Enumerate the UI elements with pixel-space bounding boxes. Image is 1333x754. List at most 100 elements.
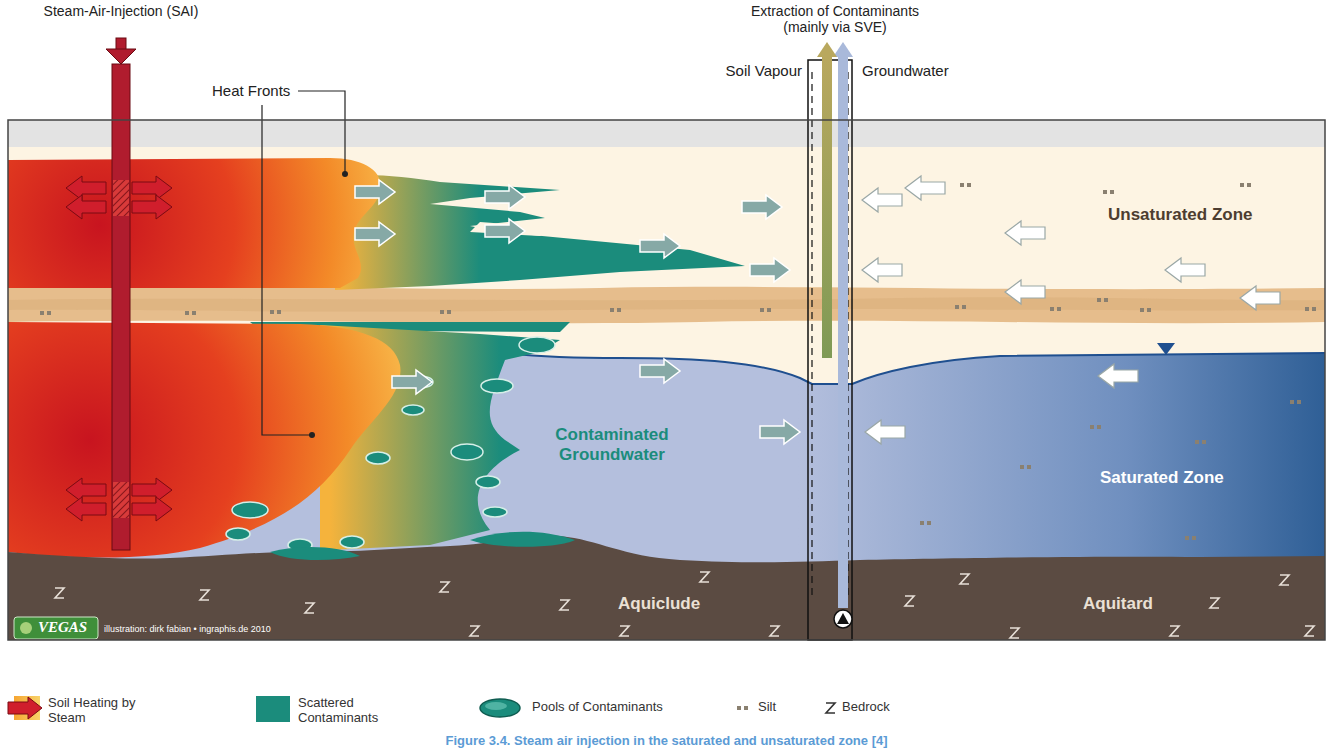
silt-symbol xyxy=(1297,400,1301,404)
heated-zone xyxy=(8,322,400,558)
silt-symbol xyxy=(610,308,621,312)
silt-symbol xyxy=(440,310,444,314)
heat-front-leader xyxy=(309,432,315,438)
steam-arrow xyxy=(66,176,172,521)
logo xyxy=(14,617,98,639)
water-table-mark xyxy=(1157,343,1175,355)
ground xyxy=(8,120,1325,640)
unsaturated-ground xyxy=(8,120,1325,640)
steam-arrow xyxy=(132,497,172,521)
silt-symbol xyxy=(955,305,959,309)
silt-symbol xyxy=(1090,425,1101,429)
logo xyxy=(14,617,98,639)
contaminant-plume xyxy=(335,175,745,290)
silt-symbol xyxy=(962,305,966,309)
legend-swatch xyxy=(256,696,290,722)
silt-symbol xyxy=(960,183,964,187)
silt-symbol xyxy=(1027,465,1031,469)
vapour-tube xyxy=(817,42,837,57)
silt-symbol xyxy=(760,308,764,312)
flow-arrows xyxy=(485,185,525,209)
silt-symbol xyxy=(920,521,924,525)
zone-label: Saturated Zone xyxy=(1100,468,1224,488)
silt-symbol xyxy=(960,183,971,187)
legend-text: Soil Heating by Steam xyxy=(48,696,158,726)
well-screen xyxy=(113,482,129,518)
silt-symbol xyxy=(1195,440,1206,444)
callout-label: Heat Fronts xyxy=(212,82,290,99)
silt-symbol xyxy=(1057,307,1061,311)
steam-arrow xyxy=(66,478,106,502)
flow-arrows xyxy=(640,359,680,383)
zone-label: Unsaturated Zone xyxy=(1108,205,1253,225)
silt-symbol xyxy=(1305,307,1316,311)
flow-arrows xyxy=(862,188,902,212)
silt-symbol xyxy=(1192,536,1196,540)
silt-symbol xyxy=(47,311,51,315)
silt-symbol xyxy=(185,311,189,315)
flow-label: Groundwater xyxy=(862,62,949,79)
heated-zone xyxy=(8,158,381,288)
well-label: Steam-Air-Injection (SAI) xyxy=(26,3,216,19)
flow-arrows xyxy=(485,219,525,243)
silt-symbol xyxy=(1305,307,1309,311)
bedrock-symbol xyxy=(440,582,449,592)
silt-symbol xyxy=(277,310,281,314)
contaminant-pool xyxy=(226,528,250,540)
silt-symbol xyxy=(185,311,196,315)
silt-symbol xyxy=(1103,190,1114,194)
bedrock xyxy=(8,535,1325,640)
silt-symbol xyxy=(1097,425,1101,429)
steam-arrow xyxy=(132,478,172,502)
flow-arrows xyxy=(355,180,395,204)
silt-symbol xyxy=(760,308,771,312)
flow-label: Soil Vapour xyxy=(726,62,802,79)
contaminant-pool xyxy=(476,476,500,488)
flow-arrows xyxy=(1240,286,1280,310)
well-label: Extraction of Contaminants (mainly via S… xyxy=(735,3,935,35)
extraction-well xyxy=(811,72,812,600)
silt-symbol xyxy=(270,310,281,314)
contaminant-pool xyxy=(366,452,390,464)
bedrock-symbol xyxy=(700,572,709,582)
bedrock-symbol xyxy=(1210,598,1219,608)
silt-symbol xyxy=(1312,307,1316,311)
legend-samples xyxy=(480,699,520,717)
injection-well xyxy=(66,38,172,550)
contaminant-pool xyxy=(519,337,555,353)
silt-layer xyxy=(8,286,1325,324)
silt-symbol xyxy=(1020,465,1024,469)
steam-arrow xyxy=(66,176,106,200)
bedrock-symbol xyxy=(620,626,629,636)
bedrock-symbol xyxy=(905,596,914,606)
flow-arrows xyxy=(750,258,790,282)
bedrock-symbol xyxy=(305,603,314,613)
layer-label: Aquitard xyxy=(1083,594,1153,614)
contaminant-pool xyxy=(481,379,513,393)
bedrock xyxy=(270,547,360,560)
contaminant-pool xyxy=(226,337,555,551)
silt-symbol xyxy=(1290,400,1301,404)
silt-symbol xyxy=(1195,440,1199,444)
silt-symbol xyxy=(1140,308,1144,312)
water-table xyxy=(480,350,1325,384)
silt-streak xyxy=(8,297,1325,311)
bedrock-symbol xyxy=(1170,626,1179,636)
bedrock-symbol xyxy=(200,590,209,600)
well-screen xyxy=(113,180,129,216)
surface-band xyxy=(8,120,1325,147)
silt-symbol xyxy=(1140,308,1151,312)
legend-text: Pools of Contaminants xyxy=(532,700,663,715)
legend-samples xyxy=(485,702,507,710)
logo xyxy=(20,622,32,634)
steam-arrow xyxy=(66,497,106,521)
legend-text: Bedrock xyxy=(842,700,890,715)
silt-symbol xyxy=(192,311,196,315)
silt-symbol xyxy=(1020,465,1031,469)
injection-well xyxy=(116,38,126,50)
contaminant-pool xyxy=(232,502,268,518)
heat-front-leader xyxy=(262,105,310,435)
flow-arrows xyxy=(1165,258,1205,282)
silt-symbol xyxy=(1050,307,1061,311)
